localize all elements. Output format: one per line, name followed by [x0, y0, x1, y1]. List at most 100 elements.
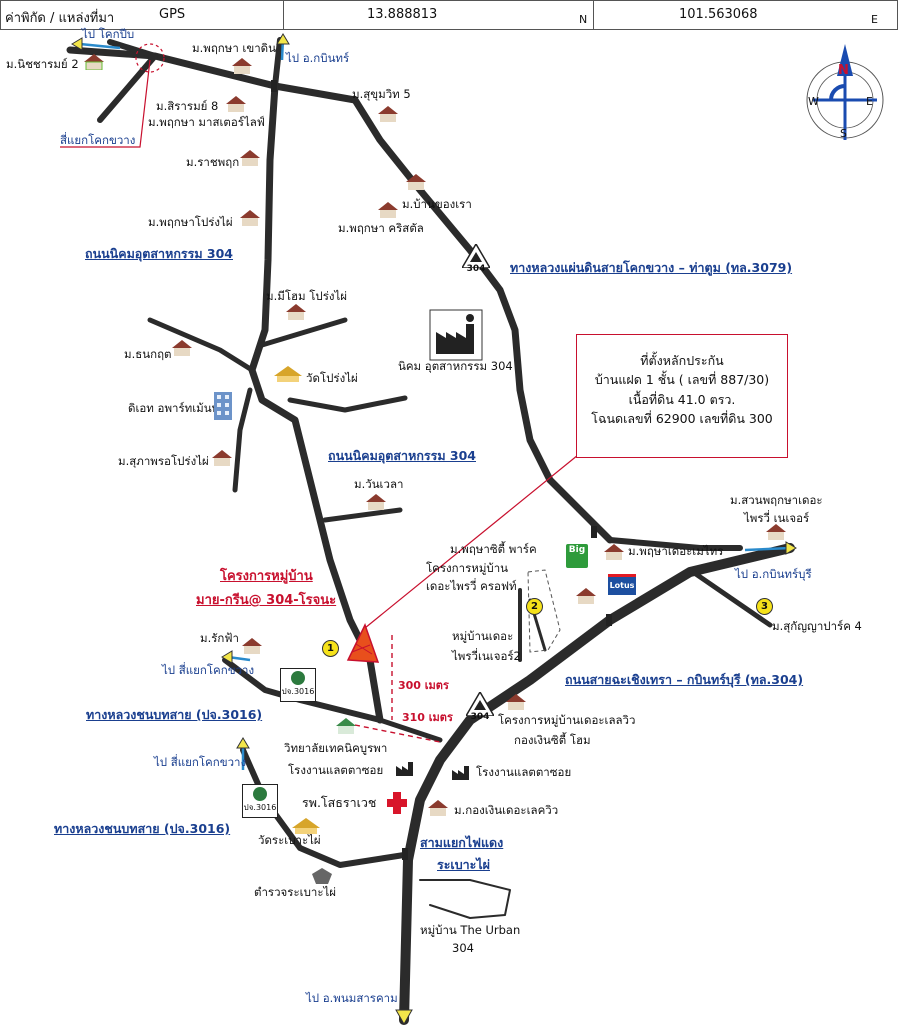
info-line-4: โฉนดเลขที่ 62900 เลขที่ดิน 300 — [591, 411, 773, 427]
place-17: ม.สวนพฤกษาเดอะ — [730, 493, 823, 507]
police-icon — [312, 868, 332, 884]
house-icon — [428, 800, 448, 816]
place-35: ตำรวจระเบาะไผ่ — [254, 885, 337, 899]
place-20: ม.พฤษาเดอะเมไทร — [628, 544, 724, 558]
marker-3: 3 — [756, 598, 773, 615]
distance-line-310 — [354, 724, 441, 743]
house-icon — [406, 174, 426, 190]
place-2: ม.พฤกษา เขาดิน — [192, 41, 277, 55]
arrowhead-kabin — [276, 33, 290, 45]
place-26: ม.รักฟ้า — [200, 631, 239, 645]
house-icon — [378, 106, 398, 122]
hw304-sign-a: 304 — [462, 244, 490, 274]
place-4: ม.พฤกษา มาสเตอร์ไลฟ์ — [148, 115, 265, 129]
gps-north-cell: 13.888813 N — [283, 1, 594, 29]
place-24: หมู่บ้านเดอะ — [452, 629, 514, 643]
info-line-3: เนื้อที่ดิน 41.0 ตรว. — [628, 391, 736, 407]
place-32: รพ.โสธราเวช — [302, 795, 377, 810]
coord-label: ค่าพิกัด / แหล่งที่มา — [5, 11, 115, 26]
road-lower-west — [240, 747, 407, 868]
road-304-highway — [399, 543, 795, 1025]
arrowhead-phanom — [395, 1009, 413, 1026]
road-khokpip-branch — [97, 39, 158, 123]
hw304-label-a: 304 — [466, 264, 486, 274]
house-icon — [366, 494, 386, 510]
road-branch-west — [147, 317, 255, 373]
compass-w: W — [808, 95, 819, 108]
gps-source-cell: ค่าพิกัด / แหล่งที่มา GPS — [1, 1, 284, 29]
house-icon — [226, 96, 246, 112]
pj3016-label-a: ปจ.3016 — [281, 687, 315, 696]
road-3079 — [351, 96, 614, 544]
road-label-1: ถนนนิคมอุตสาหกรรม 304 — [85, 246, 233, 261]
house-icon — [240, 210, 260, 226]
place-27: โครงการหมู่บ้านเดอะเลลวิว — [498, 713, 636, 727]
road-label-rabaophai: ระเบาะไผ่ — [437, 857, 490, 872]
place-11: ม.ธนกฤต — [124, 347, 172, 361]
house-icon — [212, 450, 232, 466]
hospital-cross-icon — [387, 792, 407, 814]
road-kabin-branch — [272, 37, 283, 89]
place-5: ม.สุขุมวิท 5 — [352, 87, 411, 101]
house-icon — [378, 202, 398, 218]
dir-siyaek-2: ไป สี่แยกโคกขวาง — [154, 755, 247, 769]
road-industrial-304 — [248, 82, 384, 724]
factory-icon — [429, 309, 483, 361]
traffic-light-304a — [606, 614, 612, 626]
place-36: หมู่บ้าน The Urban — [420, 923, 521, 937]
place-37: 304 — [452, 941, 474, 955]
distance-300: 300 เมตร — [398, 679, 449, 692]
north-unit: N — [579, 13, 588, 26]
east-unit: E — [871, 13, 878, 26]
place-13: นิคม อุตสาหกรรม 304 — [398, 359, 513, 373]
distance-310: 310 เมตร — [402, 711, 453, 724]
road-top-segment — [66, 46, 359, 104]
north-value: 13.888813 — [367, 7, 438, 22]
house-icon — [172, 340, 192, 356]
dir-siyaek-1: ไป สี่แยกโคกขวาง — [162, 663, 255, 677]
road-label-junction: สามแยกไฟแดง — [420, 835, 504, 850]
place-23: ม.สุกัญญาปาร์ค 4 — [772, 619, 862, 633]
hw304-label-b: 304 — [470, 712, 490, 722]
place-28: กองเงินซิตี้ โฮม — [514, 733, 591, 747]
place-33: ม.กองเงินเดอะเลควิว — [454, 803, 559, 817]
place-22: เดอะไพรวี่ ครอฟท์ — [426, 579, 517, 593]
place-15: ม.สุภาพรอโปร่งไผ่ — [118, 454, 209, 468]
info-line-2: บ้านแฝด 1 ชั้น ( เลขที่ 887/30) — [594, 372, 770, 388]
lotus-logo: Lotus — [608, 574, 636, 595]
place-29: วิทยาลัยเทคนิคบูรพา — [284, 741, 388, 755]
house-icon — [576, 588, 596, 604]
traffic-light-east — [591, 526, 597, 538]
collateral-info-box: ที่ตั้งหลักประกัน บ้านแฝด 1 ชั้น ( เลขที… — [576, 334, 788, 458]
road-branch-east — [259, 317, 348, 348]
road-label-304: ถนนสายฉะเชิงเทรา – กบินทร์บุรี (ทล.304) — [565, 672, 804, 687]
place-1: ม.นิชชารมย์ 2 — [6, 57, 79, 71]
place-6: ม.ราชพฤก — [186, 155, 240, 169]
info-line-1: ที่ตั้งหลักประกัน — [640, 353, 724, 368]
arrowhead-kabinburi — [785, 541, 797, 555]
place-10: ม.มีโฮม โปร่งไผ่ — [266, 289, 348, 303]
apartment-icon — [214, 392, 232, 420]
place-12: วัดโปร่งไผ่ — [306, 371, 358, 385]
road-urban — [419, 879, 511, 919]
small-factory-icon-1 — [396, 762, 413, 776]
compass-e: E — [866, 95, 873, 108]
house-icon — [604, 544, 624, 560]
place-16: ม.วันเวลา — [354, 477, 404, 491]
road-304-secondary — [687, 567, 773, 628]
house-icon — [232, 58, 252, 74]
project-label-1: โครงการหมู่บ้าน — [220, 569, 313, 584]
place-14: ดิเอท อพาร์ทเม้นท์ — [128, 401, 220, 415]
tree-icon — [291, 671, 305, 685]
place-30: โรงงานแลตตาซอย — [288, 763, 384, 777]
house-icon — [242, 638, 262, 654]
compass-n: N — [838, 63, 849, 78]
dir-phanom: ไป อ.พนมสารคาม — [306, 991, 398, 1005]
dir-kabinburi: ไป อ.กบินทร์บุรี — [735, 567, 812, 581]
siyaek-leader — [60, 59, 151, 148]
dir-khokpip: ไป โคกปีบ — [82, 27, 135, 41]
place-3: ม.สิรารมย์ 8 — [156, 99, 219, 113]
project-label-2: มาย-กรีน@ 304-โรจนะ — [196, 593, 337, 608]
gps-east-cell: 101.563068 E — [593, 1, 897, 29]
pj3016-sign-a: ปจ.3016 — [280, 668, 316, 702]
